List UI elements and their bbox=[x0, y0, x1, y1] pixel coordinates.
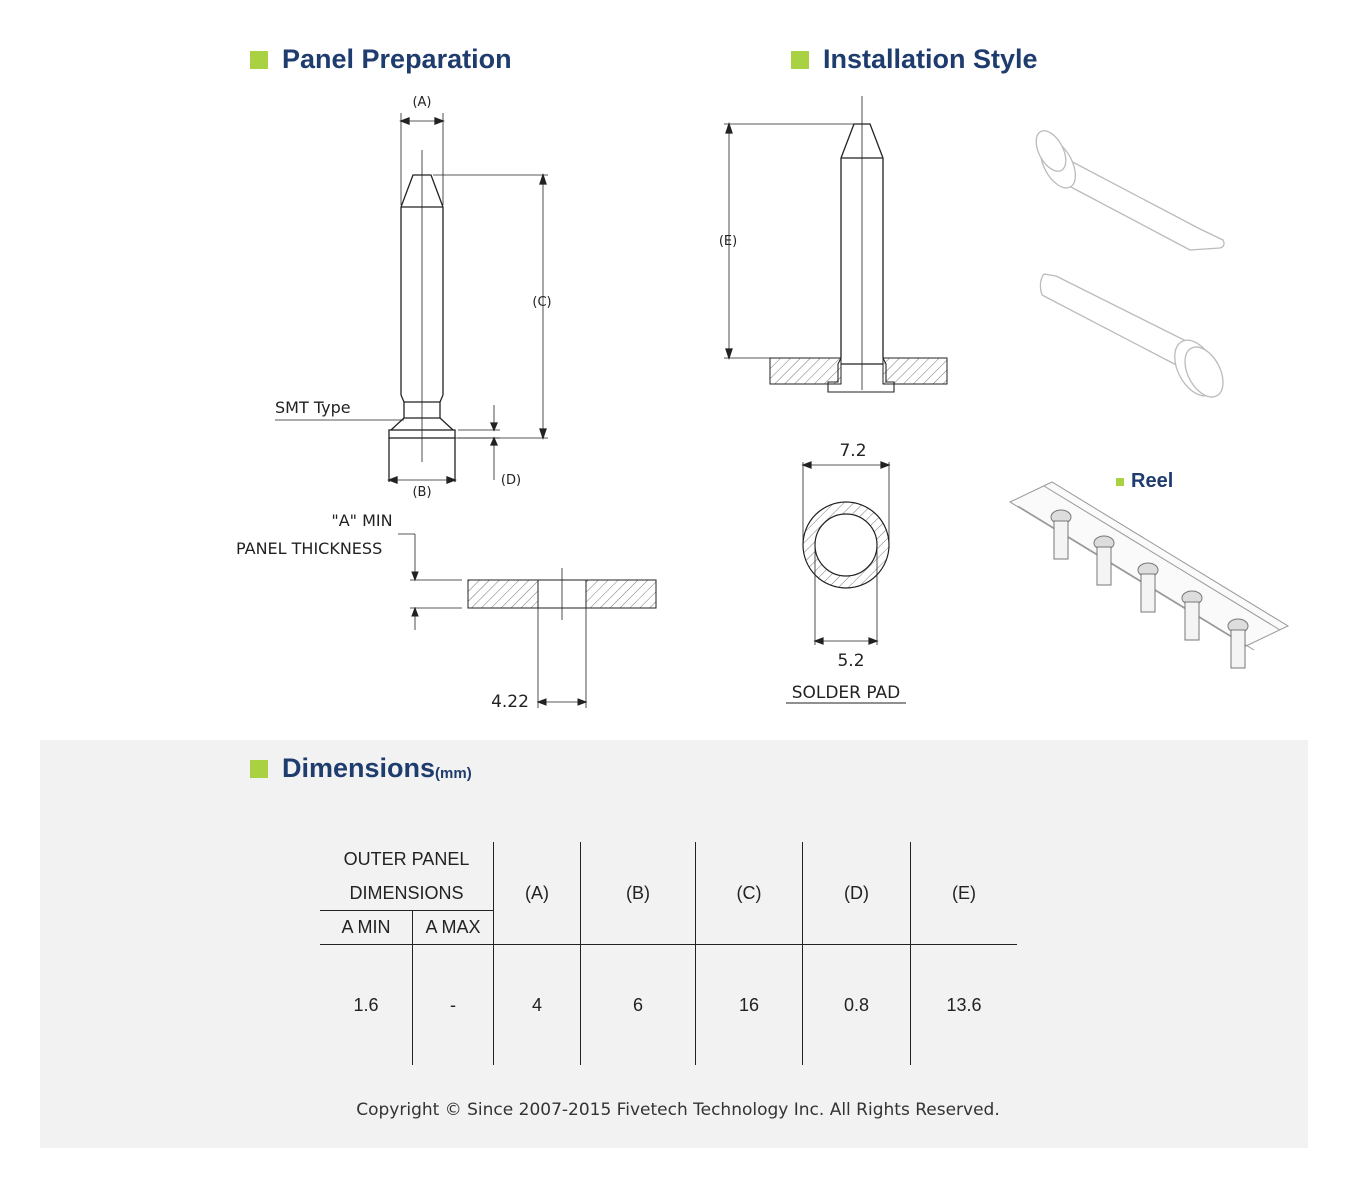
pin-side-view bbox=[275, 113, 548, 484]
cell-e: 13.6 bbox=[946, 994, 982, 1015]
reel-pins bbox=[1050, 509, 1249, 669]
dimensions-table: OUTER PANEL DIMENSIONS (A) (B) (C) (D) (… bbox=[320, 842, 1017, 1065]
label-solder-pad: SOLDER PAD bbox=[792, 683, 901, 703]
outer-panel-line2: DIMENSIONS bbox=[349, 883, 464, 903]
installed-pin-view bbox=[724, 96, 948, 393]
outer-panel-line1: OUTER PANEL bbox=[343, 849, 470, 869]
col-header-d: (D) bbox=[802, 842, 911, 945]
green-square-icon bbox=[250, 759, 268, 778]
col-header-a-max: A MAX bbox=[412, 910, 494, 945]
dimensions-title: Dimensions (mm) bbox=[250, 753, 472, 784]
green-square-icon bbox=[791, 50, 809, 69]
col-header-e: (E) bbox=[910, 842, 1017, 945]
cell-a-min: 1.6 bbox=[320, 944, 413, 1065]
cell-b: 6 bbox=[580, 944, 696, 1065]
cell-c: 16 bbox=[695, 944, 803, 1065]
solder-pad-view bbox=[786, 461, 906, 704]
col-header-c: (C) bbox=[695, 842, 803, 945]
label-d: (D) bbox=[501, 473, 521, 488]
reel-label: Reel bbox=[1116, 470, 1173, 493]
label-e: (E) bbox=[719, 234, 737, 249]
reel-tape-render bbox=[1008, 481, 1290, 669]
label-a: (A) bbox=[412, 95, 431, 110]
green-square-icon bbox=[1116, 477, 1124, 486]
col-header-b: (B) bbox=[580, 842, 696, 945]
copyright-text: Copyright © Since 2007-2015 Fivetech Tec… bbox=[356, 1100, 1000, 1120]
cell-a: 4 bbox=[493, 944, 581, 1065]
label-a-min: "A" MIN bbox=[331, 511, 392, 530]
dimensions-label: Dimensions bbox=[282, 753, 436, 783]
panel-preparation-label: Panel Preparation bbox=[282, 44, 512, 74]
cell-a-max: - bbox=[412, 944, 494, 1065]
label-panel-thickness: PANEL THICKNESS bbox=[236, 539, 382, 558]
panel-preparation-title: Panel Preparation bbox=[250, 44, 512, 75]
label-b: (B) bbox=[412, 485, 431, 500]
table-row: 1.6 - 4 6 16 0.8 13.6 bbox=[320, 944, 1017, 1065]
col-header-a-min: A MIN bbox=[320, 910, 413, 945]
installation-style-title: Installation Style bbox=[791, 44, 1038, 75]
col-header-a: (A) bbox=[493, 842, 581, 945]
label-pad-inner: 5.2 bbox=[837, 651, 864, 671]
installation-style-label: Installation Style bbox=[823, 44, 1038, 74]
label-hole-dim: 4.22 bbox=[491, 692, 529, 712]
label-smt-type: SMT Type bbox=[275, 398, 351, 417]
panel-section-view bbox=[398, 533, 657, 708]
technical-drawings: (A) (C) (B) (D) SMT Type "A" MIN PANEL T… bbox=[236, 95, 1290, 712]
pin-3d-render-top bbox=[1035, 130, 1225, 251]
green-square-icon bbox=[250, 50, 268, 69]
reel-label-text: Reel bbox=[1131, 470, 1174, 492]
pin-3d-render-bottom bbox=[1039, 273, 1224, 398]
dimensions-unit: (mm) bbox=[435, 765, 472, 782]
label-pad-outer: 7.2 bbox=[839, 441, 866, 461]
cell-d: 0.8 bbox=[802, 944, 911, 1065]
outer-panel-header: OUTER PANEL DIMENSIONS bbox=[320, 842, 494, 911]
label-c: (C) bbox=[532, 295, 551, 310]
